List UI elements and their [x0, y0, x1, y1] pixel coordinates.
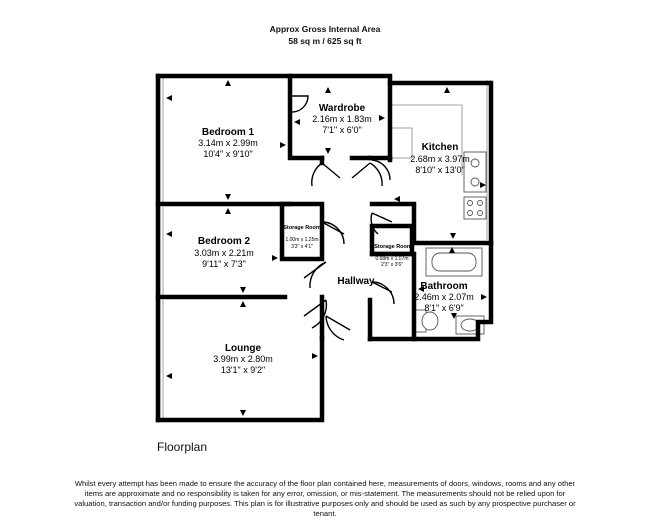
room-storage-2: Storage Room 0.68m x 1.07m 2'3" x 3'6" [374, 244, 412, 268]
kitchen-name: Kitchen [422, 142, 459, 153]
bedroom-1-imperial: 10'4" x 9'10" [203, 149, 252, 159]
kitchen-fixtures [389, 104, 487, 220]
room-hallway: Hallway [337, 276, 375, 287]
kitchen-imperial: 8'10" x 13'0" [415, 165, 464, 175]
bedroom-1-metric: 3.14m x 2.99m [198, 138, 258, 148]
hallway-name: Hallway [337, 276, 375, 287]
room-kitchen: Kitchen 2.68m x 3.97m 8'10" x 13'0" [410, 142, 470, 175]
kitchen-hob [463, 196, 487, 220]
room-bedroom-2: Bedroom 2 3.03m x 2.21m 9'11" x 7'3" [194, 236, 254, 269]
door-swings [291, 95, 395, 341]
bedroom-2-metric: 3.03m x 2.21m [194, 248, 254, 258]
disclaimer-text: Whilst every attempt has been made to en… [74, 479, 576, 518]
wardrobe-metric: 2.16m x 1.83m [312, 114, 372, 124]
room-bedroom-1: Bedroom 1 3.14m x 2.99m 10'4" x 9'10" [198, 127, 258, 159]
wardrobe-name: Wardrobe [319, 103, 366, 114]
bathroom-fixtures [413, 247, 485, 335]
storage-1-metric: 1.00m x 1.25m [285, 237, 318, 243]
lounge-name: Lounge [225, 343, 262, 354]
room-bathroom: Bathroom 2.46m x 2.07m 8'1" x 6'9" [414, 281, 474, 313]
kitchen-metric: 2.68m x 3.97m [410, 154, 470, 164]
bedroom-2-name: Bedroom 2 [198, 236, 251, 247]
room-storage-1: Storage Room 1.00m x 1.25m 3'3" x 4'1" [283, 225, 321, 250]
kitchen-sink [463, 151, 487, 193]
area-header-title: Approx Gross Internal Area [269, 24, 381, 34]
area-header-size: 58 sq m / 625 sq ft [288, 36, 362, 46]
lounge-imperial: 13'1" x 9'2" [221, 365, 265, 375]
plan-caption: Floorplan [157, 440, 208, 454]
dimension-markers [166, 80, 487, 416]
storage-2-metric: 0.68m x 1.07m [375, 256, 408, 262]
storage-1-name: Storage Room [283, 225, 321, 231]
bathroom-name: Bathroom [420, 281, 467, 292]
bedroom-2-imperial: 9'11" x 7'3" [202, 259, 246, 269]
room-lounge: Lounge 3.99m x 2.80m 13'1" x 9'2" [213, 343, 273, 375]
storage-2-name: Storage Room [374, 244, 412, 250]
floor-plan: Bedroom 1 3.14m x 2.99m 10'4" x 9'10" Wa… [155, 73, 494, 423]
bathroom-metric: 2.46m x 2.07m [414, 292, 474, 302]
area-header: Approx Gross Internal Area 58 sq m / 625… [0, 23, 650, 47]
bathroom-imperial: 8'1" x 6'9" [424, 303, 463, 313]
bedroom-1-name: Bedroom 1 [202, 127, 255, 138]
storage-2-imperial: 2'3" x 3'6" [381, 262, 403, 268]
lounge-metric: 3.99m x 2.80m [213, 354, 273, 364]
storage-1-imperial: 3'3" x 4'1" [291, 244, 313, 250]
walls [155, 73, 494, 423]
room-wardrobe: Wardrobe 2.16m x 1.83m 7'1" x 6'0" [312, 103, 372, 135]
wardrobe-imperial: 7'1" x 6'0" [322, 125, 361, 135]
